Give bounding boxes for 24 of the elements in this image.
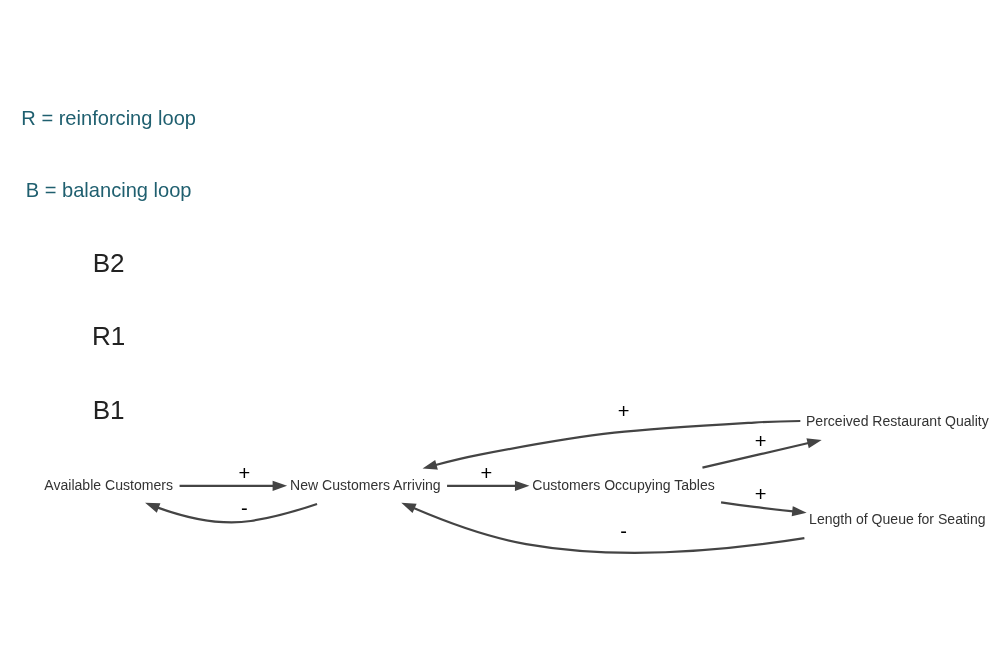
node-text: Customers Occupying Tables <box>532 476 715 493</box>
edge-label: - <box>240 496 248 519</box>
label: B1 <box>92 394 125 425</box>
edge-label: + <box>480 461 493 484</box>
label: R1 <box>91 320 126 351</box>
edge-label: + <box>617 399 630 421</box>
label: B = balancing loop <box>25 178 192 201</box>
edge-label: + <box>238 461 251 484</box>
node-text: Length of Queue for Seating <box>809 510 986 527</box>
edge-label: + <box>754 429 767 452</box>
node-text: Perceived Restaurant Quality <box>806 412 989 429</box>
edge-label: - <box>620 519 627 542</box>
arrow <box>145 502 318 523</box>
node-text: Available Customers <box>44 476 173 493</box>
edge-label: + <box>754 482 767 505</box>
arrow <box>179 480 288 491</box>
arrow <box>401 502 805 554</box>
label: B2 <box>92 247 125 278</box>
arrow <box>422 419 801 470</box>
node-text: New Customers Arriving <box>290 476 441 493</box>
label: R = reinforcing loop <box>21 106 196 129</box>
arrow <box>720 500 807 516</box>
arrow <box>702 437 822 469</box>
arrow <box>447 480 530 491</box>
